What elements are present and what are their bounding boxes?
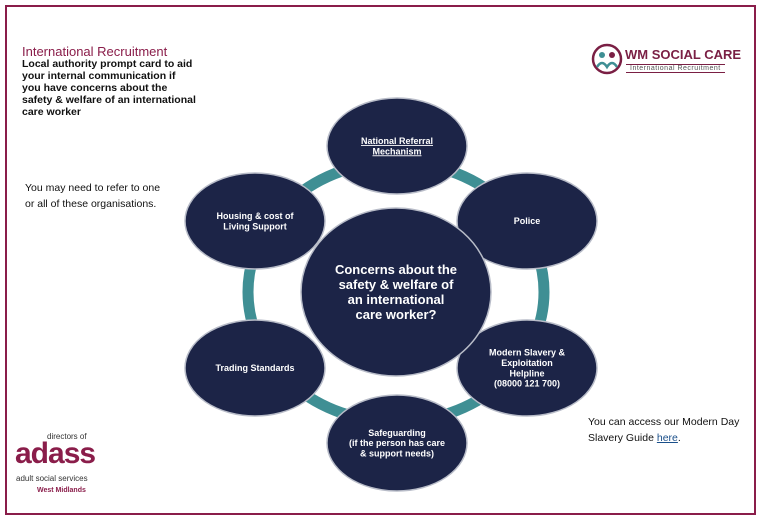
node-trading-standards-label: Trading Standards <box>215 363 294 373</box>
adass-wordmark: adass <box>15 437 96 470</box>
node-police[interactable] <box>456 172 598 270</box>
wm-logo-subtext: International Recruitment <box>626 64 725 73</box>
adass-region: West Midlands <box>37 487 86 494</box>
adass-mid-text: adult social services <box>16 474 88 483</box>
note-right-suffix: . <box>677 432 681 444</box>
wm-logo-icon <box>591 43 623 75</box>
node-police-label: Police <box>514 216 541 226</box>
node-safeguarding[interactable] <box>326 394 468 492</box>
node-safeguarding-label: Safeguarding(if the person has care& sup… <box>349 428 445 459</box>
note-right-text: You can access our Modern Day Slavery Gu… <box>588 416 740 444</box>
node-modern-slavery-helpline[interactable] <box>456 319 598 417</box>
node-national-referral[interactable] <box>326 97 468 195</box>
wm-logo-text: WM SOCIAL CARE <box>625 47 742 62</box>
node-housing-support[interactable] <box>184 172 326 270</box>
adass-logo: directors of adass adult social services… <box>15 432 125 502</box>
note-right: You can access our Modern Day Slavery Gu… <box>588 414 748 446</box>
node-trading-standards[interactable] <box>184 319 326 417</box>
slavery-guide-link[interactable]: here <box>656 432 678 444</box>
wm-social-care-logo: WM SOCIAL CARE International Recruitment <box>591 40 741 80</box>
header-subtitle: Local authority prompt card to aid your … <box>22 58 196 118</box>
adass-top-text: directors of <box>47 432 87 441</box>
center-concern-node <box>300 207 492 377</box>
header-title: International Recruitment <box>22 44 168 59</box>
page-frame <box>5 5 756 515</box>
note-left: You may need to refer to one or all of t… <box>25 182 161 210</box>
